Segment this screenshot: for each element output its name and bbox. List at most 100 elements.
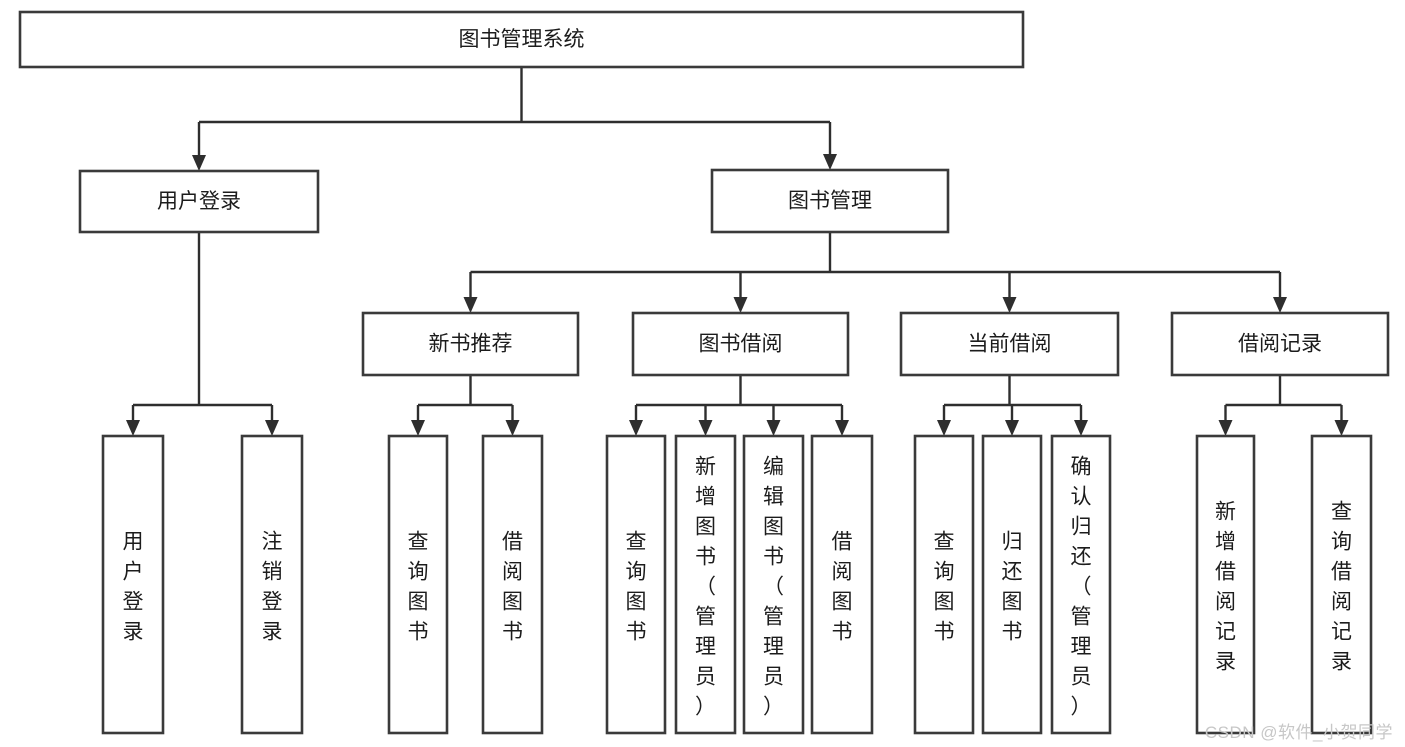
root-node-root-box[interactable] [18,10,1025,69]
svg-text:借: 借 [832,531,853,554]
svg-text:记: 记 [1215,621,1236,644]
svg-text:书: 书 [626,621,647,644]
leaf-leaf-confirm-return-admin-box[interactable] [1050,434,1112,735]
leaf-leaf-query-borrow-record-box[interactable] [1310,434,1373,735]
leaf-leaf-borrow-book-rec-box[interactable] [481,434,544,735]
svg-text:图: 图 [626,591,647,614]
node-current-borrow-box[interactable] [899,311,1120,377]
arrow-head-icon [411,420,425,436]
svg-text:图: 图 [1002,591,1023,614]
svg-text:书: 书 [695,546,716,569]
svg-text:管: 管 [763,606,784,629]
node-borrow-records-label: 借阅记录 [1238,333,1322,356]
svg-text:图: 图 [832,591,853,614]
svg-text:归: 归 [1002,531,1023,554]
leaf-leaf-query-book-borrow-box[interactable] [605,434,667,735]
svg-text:阅: 阅 [832,561,853,584]
arrow-head-icon [1005,420,1019,436]
svg-text:还: 还 [1071,546,1092,569]
node-book-borrow-label: 图书借阅 [699,333,783,356]
svg-text:询: 询 [626,561,647,584]
svg-text:编: 编 [763,456,784,479]
svg-text:员: 员 [763,666,784,689]
leaf-leaf-add-borrow-record-box[interactable] [1195,434,1256,735]
leaf-leaf-logout-login-box[interactable] [240,434,304,735]
arrow-head-icon [937,420,951,436]
node-book-management-box[interactable] [710,168,950,234]
arrow-head-icon [733,297,748,313]
leaf-leaf-query-book-current-box[interactable] [913,434,975,735]
svg-text:借: 借 [1215,561,1236,584]
svg-text:查: 查 [626,531,647,554]
arrow-head-icon [629,420,643,436]
svg-text:书: 书 [1002,621,1023,644]
svg-text:归: 归 [1071,516,1092,539]
svg-text:（: （ [763,576,784,599]
svg-text:）: ） [763,696,784,719]
svg-text:辑: 辑 [763,486,784,509]
watermark-text: CSDN @软件_小贺同学 [1204,723,1393,742]
svg-text:阅: 阅 [1331,591,1352,614]
node-book-borrow-box[interactable] [631,311,850,377]
leaf-leaf-borrow-book-box[interactable] [810,434,874,735]
svg-text:图: 图 [763,516,784,539]
svg-text:书: 书 [502,621,523,644]
svg-text:图: 图 [934,591,955,614]
svg-text:录: 录 [1331,651,1352,674]
svg-text:户: 户 [123,561,144,584]
leaf-leaf-user-login-label: 用户登录 [123,531,144,644]
svg-text:阅: 阅 [502,561,523,584]
leaf-leaf-user-login-box[interactable] [101,434,165,735]
arrow-head-icon [1002,297,1017,313]
svg-text:用: 用 [123,531,144,554]
svg-text:图: 图 [695,516,716,539]
arrow-head-icon [698,420,713,436]
svg-text:（: （ [1071,576,1092,599]
arrow-head-icon [192,155,206,171]
node-new-book-recommend-box[interactable] [361,311,580,377]
svg-text:增: 增 [695,486,716,509]
svg-text:还: 还 [1002,561,1023,584]
svg-text:理: 理 [695,636,716,659]
svg-text:注: 注 [262,531,283,554]
svg-text:销: 销 [262,561,283,584]
arrow-head-icon [265,420,279,436]
arrow-head-icon [823,154,837,170]
arrow-head-icon [835,420,849,436]
svg-text:确: 确 [1071,456,1092,479]
node-user-login-box[interactable] [78,169,320,234]
svg-text:新: 新 [695,456,716,479]
svg-text:）: ） [1071,696,1092,719]
leaf-leaf-add-book-admin-box[interactable] [674,434,737,735]
svg-text:书: 书 [832,621,853,644]
svg-text:理: 理 [763,636,784,659]
svg-text:图: 图 [502,591,523,614]
arrow-head-icon [766,420,781,436]
svg-text:询: 询 [934,561,955,584]
leaf-leaf-edit-book-admin-box[interactable] [742,434,805,735]
svg-text:认: 认 [1071,486,1092,509]
svg-text:增: 增 [1215,531,1236,554]
arrow-head-icon [505,420,520,436]
node-borrow-records-box[interactable] [1170,311,1390,377]
arrow-head-icon [126,420,140,436]
leaf-leaf-return-book-box[interactable] [981,434,1043,735]
svg-text:查: 查 [408,531,429,554]
node-book-management-label: 图书管理 [788,190,872,213]
svg-text:新: 新 [1215,501,1236,524]
svg-text:借: 借 [502,531,523,554]
svg-text:录: 录 [1215,651,1236,674]
arrow-head-icon [1074,420,1088,436]
svg-text:（: （ [695,576,716,599]
svg-text:登: 登 [262,591,283,614]
leaf-leaf-query-book-rec-box[interactable] [387,434,449,735]
